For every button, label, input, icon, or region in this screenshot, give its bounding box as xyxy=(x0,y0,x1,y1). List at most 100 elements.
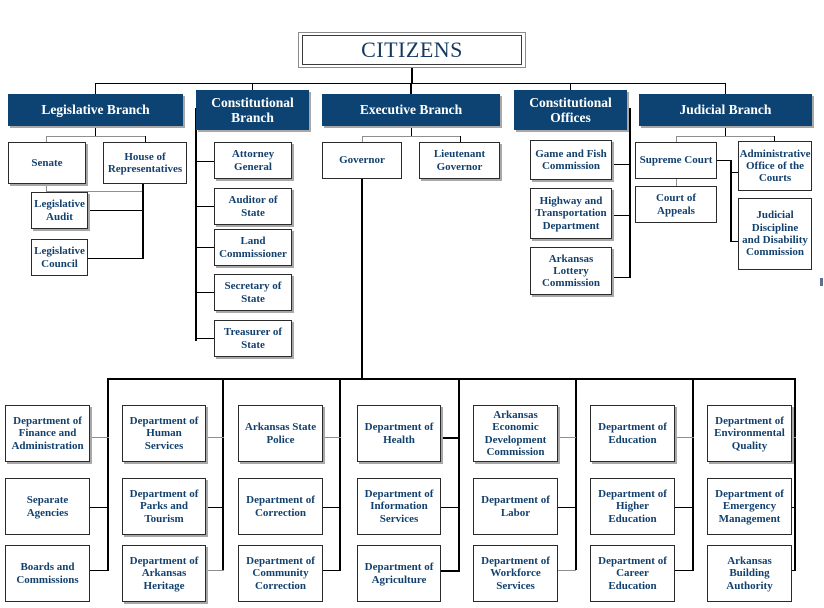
header-judicial-branch[interactable]: Judicial Branch xyxy=(639,94,812,126)
connector-stub-col2-r3 xyxy=(206,570,224,571)
connector-executive-stem xyxy=(411,126,412,137)
node-department-agriculture[interactable]: Department of Agriculture xyxy=(357,545,441,602)
node-arkansas-lottery-commission[interactable]: Arkansas Lottery Commission xyxy=(530,247,612,295)
connector-dept-drop-col4 xyxy=(458,378,460,570)
header-label-constitutional-offices: Constitutional Offices xyxy=(515,95,626,125)
node-department-health[interactable]: Department of Health xyxy=(357,405,441,462)
citizens-inner-frame: CITIZENS xyxy=(302,35,522,65)
header-label-constitutional-branch-line2: Branch xyxy=(231,110,274,125)
node-label-auditor-of-state: Auditor of State xyxy=(228,194,278,219)
node-department-workforce-services[interactable]: Department of Workforce Services xyxy=(473,545,558,602)
node-land-commissioner[interactable]: Land Commissioner xyxy=(214,229,292,266)
node-label-arkansas-state-police: Arkansas State Police xyxy=(244,421,317,446)
node-attorney-general[interactable]: Attorney General xyxy=(214,142,292,179)
connector-stub-col3-r3 xyxy=(323,570,341,571)
node-secretary-of-state[interactable]: Secretary of State xyxy=(214,274,292,311)
connector-drop-legislative xyxy=(95,83,96,94)
node-department-finance-administration[interactable]: Department of Finance and Administration xyxy=(5,405,90,462)
header-executive-branch[interactable]: Executive Branch xyxy=(322,94,500,126)
node-house-of-representatives[interactable]: House of Representatives xyxy=(103,142,187,184)
node-department-arkansas-heritage[interactable]: Department of Arkansas Heritage xyxy=(122,545,206,602)
connector-drop-constitutional-branch xyxy=(252,83,253,94)
connector-cb-stub-land-commissioner xyxy=(196,247,215,248)
node-department-labor[interactable]: Department of Labor xyxy=(473,478,558,535)
node-department-higher-education[interactable]: Department of Higher Education xyxy=(590,478,675,535)
connector-spine-to-council xyxy=(87,258,143,259)
node-department-education[interactable]: Department of Education xyxy=(590,405,675,462)
node-label-dept-workforce-services: Department of Workforce Services xyxy=(481,555,550,592)
connector-spine-to-audit xyxy=(87,210,143,211)
connector-stub-col6-r3 xyxy=(675,570,694,571)
connector-legislative-bus xyxy=(46,136,145,137)
connector-dept-drop-col3 xyxy=(339,378,341,570)
node-department-emergency-management[interactable]: Department of Emergency Management xyxy=(707,478,792,535)
node-label-lieutenant-governor: Lieutenant Governor xyxy=(433,148,486,173)
connector-executive-drop-lt-governor xyxy=(460,136,461,143)
connector-citizens-trunk xyxy=(411,68,413,84)
header-constitutional-offices[interactable]: Constitutional Offices xyxy=(514,90,627,130)
node-label-dept-labor: Department of Labor xyxy=(481,494,550,519)
node-label-house: House of Representatives xyxy=(107,150,183,175)
connector-stub-col6-r2 xyxy=(675,507,694,508)
connector-dept-drop-col7 xyxy=(794,378,796,570)
node-lieutenant-governor[interactable]: Lieutenant Governor xyxy=(419,142,500,179)
node-citizens[interactable]: CITIZENS xyxy=(298,32,526,68)
connector-stub-col1-r1 xyxy=(90,437,109,438)
node-label-attorney-general: Attorney General xyxy=(231,148,275,173)
node-label-treasurer-of-state: Treasurer of State xyxy=(223,326,283,351)
connector-stub-col5-r2 xyxy=(558,507,576,508)
connector-cb-stub-attorney-general xyxy=(196,161,215,162)
node-highway-transportation-department[interactable]: Highway and Transportation Department xyxy=(530,188,612,239)
node-governor[interactable]: Governor xyxy=(322,142,402,179)
connector-drop-judicial xyxy=(725,83,726,94)
node-game-and-fish-commission[interactable]: Game and Fish Commission xyxy=(530,140,612,180)
node-arkansas-state-police[interactable]: Arkansas State Police xyxy=(238,405,323,462)
connector-stub-col4-r3 xyxy=(441,570,460,572)
connector-stub-col4-r1 xyxy=(441,437,460,439)
node-department-information-services[interactable]: Department of Information Services xyxy=(357,478,441,535)
header-label-constitutional-offices-line2: Offices xyxy=(550,110,591,125)
node-administrative-office-of-the-courts[interactable]: Administrative Office of the Courts xyxy=(738,141,812,191)
connector-dept-drop-col6 xyxy=(692,378,694,570)
connector-legislative-spine xyxy=(142,184,144,259)
node-separate-agencies[interactable]: Separate Agencies xyxy=(5,478,90,535)
node-auditor-of-state[interactable]: Auditor of State xyxy=(214,188,292,225)
node-legislative-audit[interactable]: Legislative Audit xyxy=(31,192,88,229)
node-court-of-appeals[interactable]: Court of Appeals xyxy=(635,186,717,223)
connector-stub-col1-r2 xyxy=(90,507,109,508)
header-label-constitutional-offices-line1: Constitutional xyxy=(529,94,612,110)
page-edge-artifact xyxy=(820,278,823,286)
node-department-human-services[interactable]: Department of Human Services xyxy=(122,405,206,462)
node-boards-and-commissions[interactable]: Boards and Commissions xyxy=(5,545,90,602)
header-constitutional-branch[interactable]: Constitutional Branch xyxy=(196,90,309,130)
node-label-dept-education: Department of Education xyxy=(598,421,667,446)
node-department-environmental-quality[interactable]: Department of Environmental Quality xyxy=(707,405,792,462)
node-label-dept-information-services: Department of Information Services xyxy=(364,488,434,525)
node-label-judicial-discipline: Judicial Discipline and Disability Commi… xyxy=(742,209,808,259)
connector-senate-to-spine xyxy=(46,191,143,192)
connector-stub-col7-r3 xyxy=(792,570,796,571)
node-department-community-correction[interactable]: Department of Community Correction xyxy=(238,545,323,602)
node-department-parks-tourism[interactable]: Department of Parks and Tourism xyxy=(122,478,206,535)
node-label-dept-parks-tourism: Department of Parks and Tourism xyxy=(129,488,199,525)
node-department-career-education[interactable]: Department of Career Education xyxy=(590,545,675,602)
node-label-legislative-audit: Legislative Audit xyxy=(34,198,85,223)
node-arkansas-economic-development-commission[interactable]: Arkansas Economic Development Commission xyxy=(473,405,558,462)
node-senate[interactable]: Senate xyxy=(8,142,86,184)
node-treasurer-of-state[interactable]: Treasurer of State xyxy=(214,320,292,357)
connector-legislative-drop-house xyxy=(145,136,146,143)
node-supreme-court[interactable]: Supreme Court xyxy=(635,142,717,179)
connector-judicial-right-spine xyxy=(730,160,732,242)
node-arkansas-building-authority[interactable]: Arkansas Building Authority xyxy=(707,545,792,602)
header-legislative-branch[interactable]: Legislative Branch xyxy=(8,94,183,126)
node-legislative-council[interactable]: Legislative Council xyxy=(31,239,88,276)
node-label-arkansas-lottery: Arkansas Lottery Commission xyxy=(541,252,601,290)
connector-constitutional-offices-spine xyxy=(629,108,631,278)
connector-stub-col7-r1 xyxy=(792,437,796,438)
connector-spine-to-discipline xyxy=(730,241,739,242)
node-judicial-discipline-disability-commission[interactable]: Judicial Discipline and Disability Commi… xyxy=(738,198,812,270)
header-label-executive: Executive Branch xyxy=(359,102,463,118)
connector-stub-col7-r2 xyxy=(792,507,796,508)
node-department-correction[interactable]: Department of Correction xyxy=(238,478,323,535)
